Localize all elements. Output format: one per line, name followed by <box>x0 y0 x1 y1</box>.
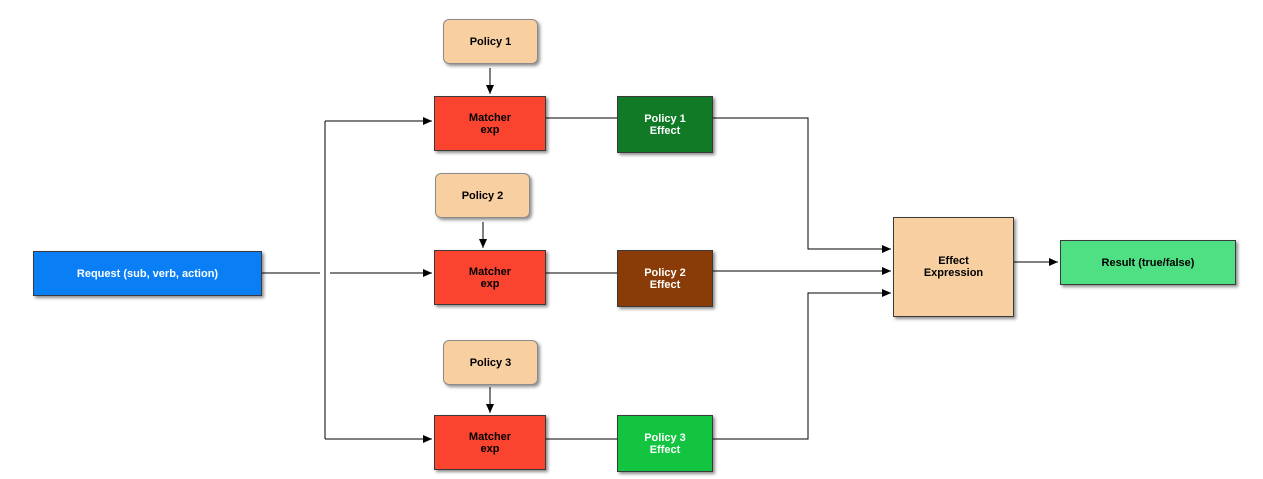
matcher-3-box: Matcher exp <box>434 415 546 470</box>
policy-2-effect-box: Policy 2 Effect <box>617 250 713 307</box>
matcher-2-box: Matcher exp <box>434 250 546 305</box>
policy-3-effect-box: Policy 3 Effect <box>617 415 713 472</box>
policy-3-box: Policy 3 <box>443 340 538 385</box>
request-box: Request (sub, verb, action) <box>33 251 262 296</box>
arrow-effect-3-to-expression <box>713 289 891 440</box>
effect-expression-box: Effect Expression <box>893 217 1014 317</box>
policy-2-box: Policy 2 <box>435 173 530 218</box>
policy-1-box: Policy 1 <box>443 19 538 64</box>
policy-1-effect-box: Policy 1 Effect <box>617 96 713 153</box>
result-box: Result (true/false) <box>1060 240 1236 285</box>
matcher-1-box: Matcher exp <box>434 96 546 151</box>
arrow-effect-1-to-expression <box>713 117 891 253</box>
